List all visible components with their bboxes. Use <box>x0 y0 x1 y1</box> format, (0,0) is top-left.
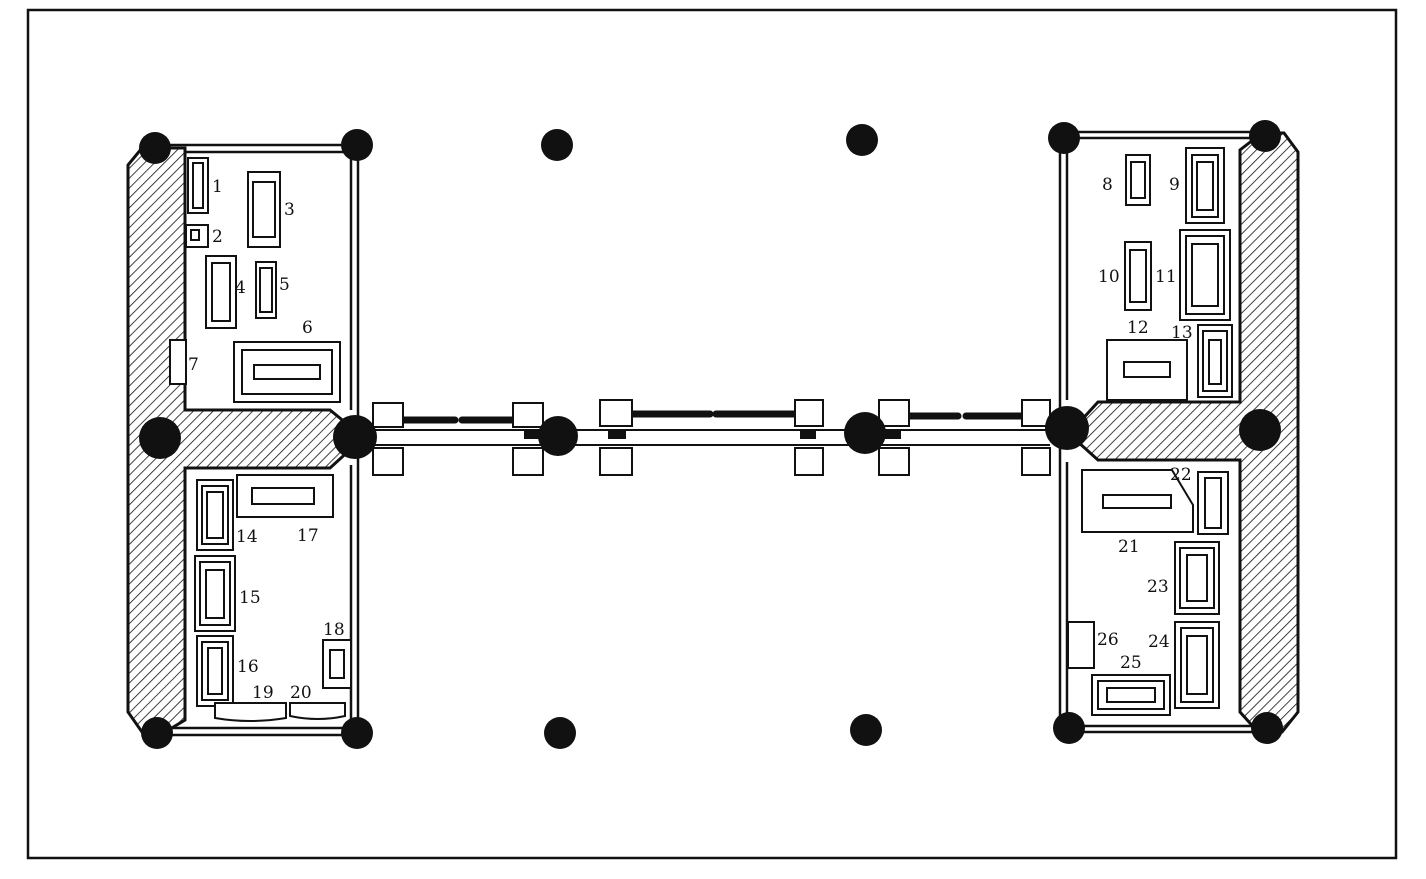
equipment-25: 25 <box>1091 653 1171 716</box>
equipment-number-label: 7 <box>188 355 199 375</box>
column <box>341 129 373 161</box>
drawing-frame <box>26 8 1398 860</box>
equipment-number-label: 21 <box>1118 537 1140 557</box>
equipment-number-label: 24 <box>1148 632 1170 652</box>
equipment-24: 24 <box>1148 621 1220 709</box>
equipment-number-label: 22 <box>1170 465 1192 485</box>
equipment-number-label: 15 <box>239 588 261 608</box>
equipment-17: 17 <box>236 474 334 546</box>
equipment-9: 9 <box>1169 147 1225 224</box>
column <box>139 132 171 164</box>
column <box>1048 122 1080 154</box>
column <box>333 415 377 459</box>
equipment-16: 16 <box>196 635 259 707</box>
equipment-number-label: 23 <box>1147 577 1169 597</box>
equipment-8: 8 <box>1102 154 1151 206</box>
equipment-26: 26 <box>1067 621 1119 669</box>
equipment-number-label: 13 <box>1171 323 1193 343</box>
equipment-number-label: 8 <box>1102 175 1113 195</box>
equipment-number-label: 19 <box>252 683 274 703</box>
equipment-number-label: 3 <box>284 200 295 220</box>
equipment-number-label: 25 <box>1120 653 1142 673</box>
equipment-number-label: 6 <box>302 318 313 338</box>
equipment-number-label: 2 <box>212 227 223 247</box>
right-core-hatched <box>1076 131 1300 734</box>
equipment-7: 7 <box>169 339 199 385</box>
equipment-number-label: 17 <box>297 526 319 546</box>
equipment-number-label: 5 <box>279 275 290 295</box>
column <box>1239 409 1281 451</box>
equipment-22: 22 <box>1170 465 1229 535</box>
equipment-4: 4 <box>205 255 246 329</box>
equipment-number-label: 20 <box>290 683 312 703</box>
equipment-number-label: 14 <box>236 527 258 547</box>
equipment-number-label: 26 <box>1097 630 1119 650</box>
column <box>1045 406 1089 450</box>
equipment-number-label: 16 <box>237 657 259 677</box>
open-area-columns <box>541 124 882 749</box>
equipment-number-label: 4 <box>235 278 246 298</box>
column <box>1053 712 1085 744</box>
equipment-15: 15 <box>194 555 261 632</box>
equipment-11: 11 <box>1155 229 1231 321</box>
column <box>844 412 886 454</box>
equipment-5: 5 <box>255 261 290 319</box>
equipment-number-label: 11 <box>1155 267 1177 287</box>
equipment-23: 23 <box>1147 541 1220 615</box>
equipment-number-label: 10 <box>1098 267 1120 287</box>
equipment-12: 12 <box>1106 318 1188 401</box>
left-unit: 1 2 3 4 5 6 7 14 15 16 17 18 19 20 <box>126 129 377 749</box>
equipment-number-label: 12 <box>1127 318 1149 338</box>
column <box>1249 120 1281 152</box>
equipment-20: 20 <box>289 683 346 720</box>
equipment-number-label: 18 <box>323 620 345 640</box>
equipment-21: 21 <box>1081 469 1194 557</box>
column <box>141 717 173 749</box>
central-corridor <box>370 399 1051 476</box>
left-core-hatched <box>126 146 354 734</box>
equipment-19: 19 <box>214 683 287 722</box>
column <box>139 417 181 459</box>
column <box>341 717 373 749</box>
equipment-10: 10 <box>1098 241 1152 311</box>
equipment-1: 1 <box>187 157 223 214</box>
equipment-3: 3 <box>247 171 295 248</box>
column <box>538 416 578 456</box>
equipment-18: 18 <box>322 620 352 689</box>
equipment-14: 14 <box>196 479 258 551</box>
column <box>1251 712 1283 744</box>
equipment-2: 2 <box>185 224 223 248</box>
equipment-13: 13 <box>1171 323 1233 398</box>
right-unit: 8 9 10 11 12 13 21 22 23 24 25 26 <box>1045 120 1300 744</box>
equipment-number-label: 1 <box>212 177 223 197</box>
equipment-6: 6 <box>233 318 341 403</box>
equipment-number-label: 9 <box>1169 175 1180 195</box>
